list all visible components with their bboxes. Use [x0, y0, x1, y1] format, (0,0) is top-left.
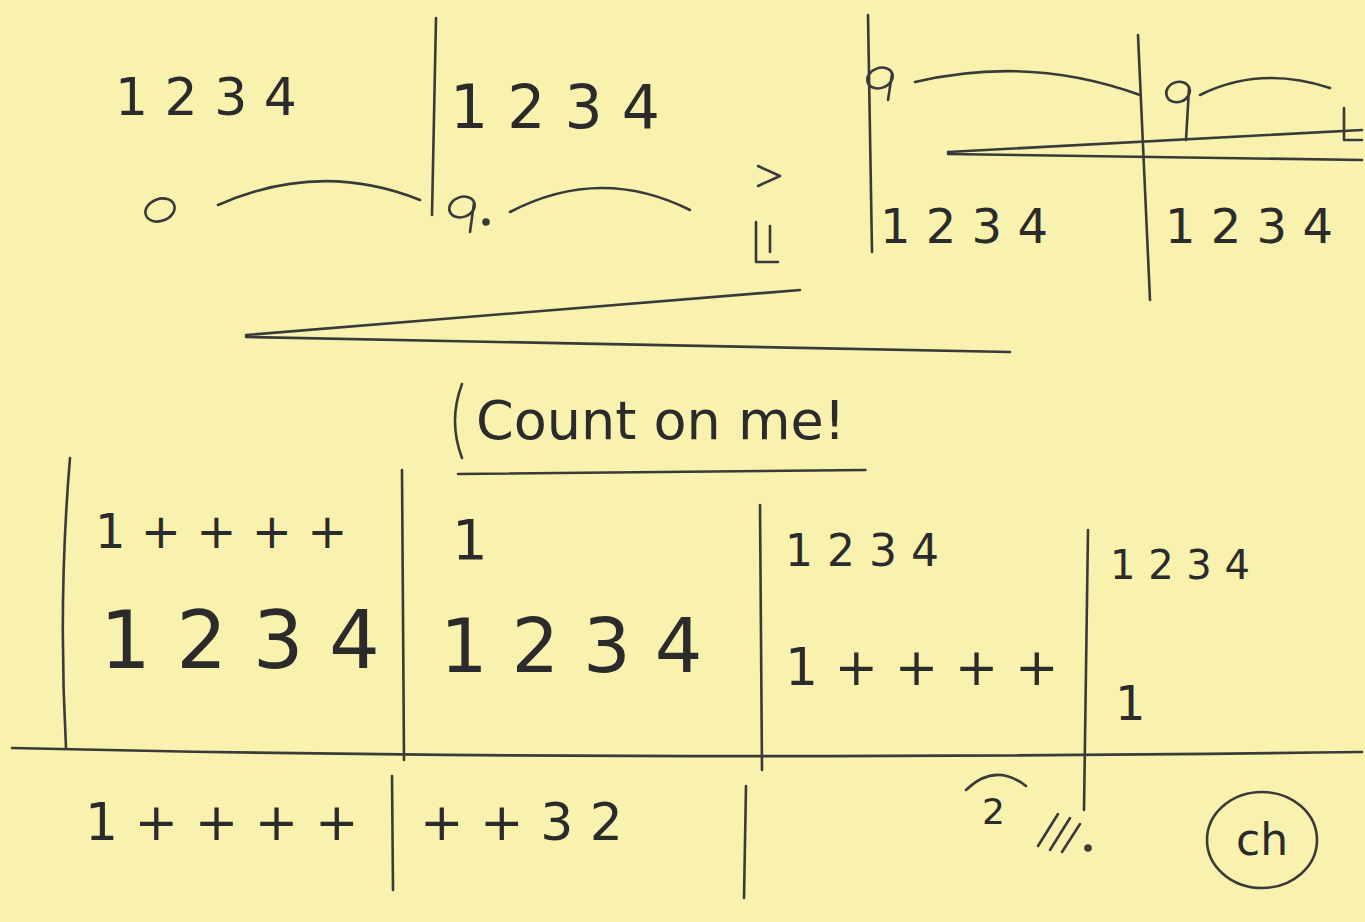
circle-outline: [1207, 792, 1317, 888]
tie-arc: [915, 71, 1140, 95]
beat-count: 1 2 3 4: [100, 601, 380, 681]
staff-line: [12, 748, 1362, 756]
subdivision-count: 1 + + + +: [95, 507, 347, 555]
hairpin: [246, 337, 1010, 352]
beat-count: 1 2 3 4: [115, 71, 297, 123]
song-title-band: Count on me!: [448, 382, 857, 460]
bar-line: [760, 505, 762, 770]
tie-arc: [510, 188, 690, 212]
rest-symbol: [769, 226, 772, 252]
beat-count: 1 2 3 4: [440, 609, 702, 684]
bracket-outline: [455, 384, 462, 458]
hairpin: [948, 154, 1362, 160]
node-text: Count on me!: [476, 394, 847, 448]
beat-count: 1 2 3 4: [880, 202, 1048, 250]
bar-line: [1138, 35, 1150, 300]
bar-line: [392, 776, 393, 890]
beat-count: 1 2 3 4: [1165, 202, 1333, 250]
bar-line: [1084, 530, 1088, 810]
beat-count: 1 2 3 4: [1110, 545, 1250, 585]
hairpin: [246, 290, 800, 335]
bar-line: [744, 786, 746, 898]
beat-count: 1 2 3 4: [450, 77, 660, 137]
note-stem: [470, 203, 474, 232]
beat-count: 1: [1115, 679, 1146, 727]
underline: [458, 470, 865, 474]
bar-line: [402, 470, 404, 760]
node-text: ch: [1236, 818, 1288, 862]
beat-count: 1 2 3 4: [785, 529, 939, 573]
bar-line: [432, 18, 436, 215]
beat-count: 1: [452, 512, 488, 568]
bar-line: [868, 15, 872, 252]
subdivision-count: 1 + + + +: [85, 796, 358, 848]
repeat-sign: [966, 775, 1026, 790]
tie-arc: [1200, 78, 1330, 95]
dot: [1086, 846, 1091, 851]
rest-symbol: [1344, 108, 1362, 140]
dot: [484, 220, 489, 225]
rest-symbol: [756, 222, 778, 262]
subdivision-count: 1 + + + +: [785, 641, 1058, 693]
repeat-number: 2: [982, 794, 1005, 830]
note-stem: [888, 74, 892, 100]
tie-arc: [218, 181, 420, 205]
subdivision-count: + + 3 2: [420, 796, 623, 848]
repeat-sign: [1062, 824, 1080, 852]
accent-mark: [758, 166, 780, 186]
whole-note: [142, 195, 178, 226]
bracket: [63, 458, 70, 748]
note-stem: [1186, 88, 1189, 140]
circled-note: ch: [1205, 790, 1319, 890]
hairpin: [948, 130, 1362, 152]
